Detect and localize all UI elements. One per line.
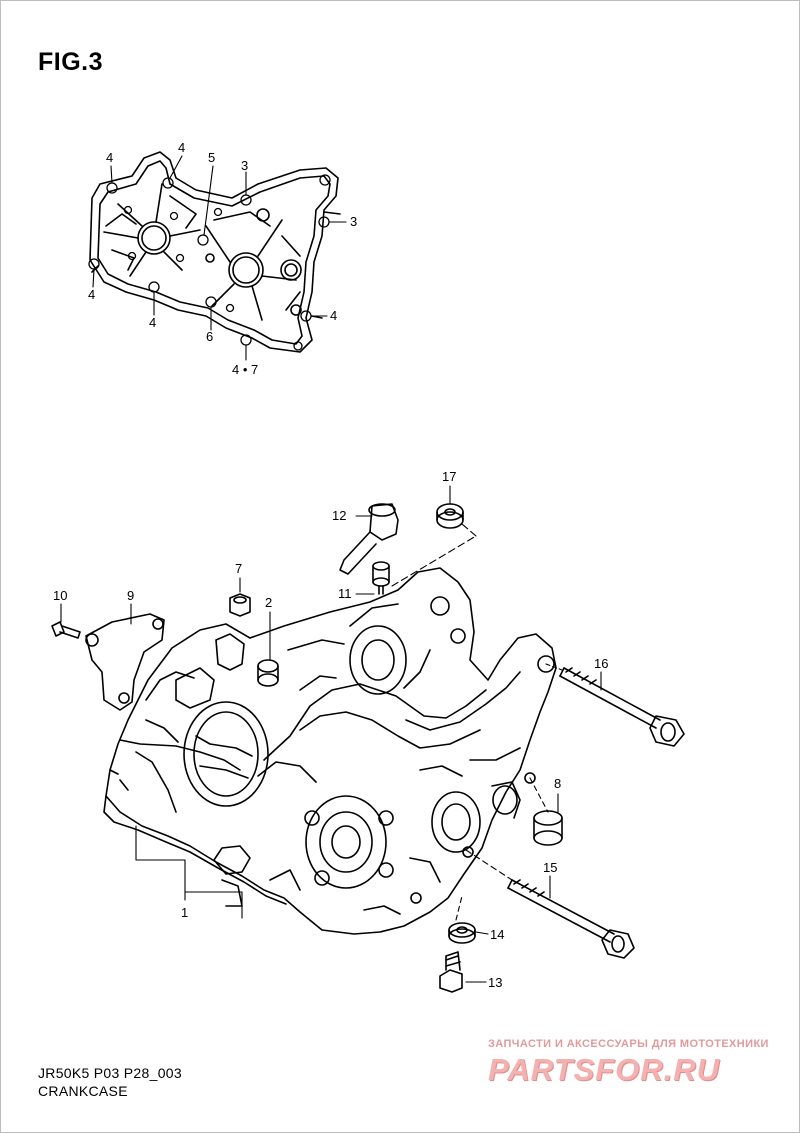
part-16-bolt [559,667,685,747]
callout-10: 10 [53,588,67,603]
callout-gasket-1: 4 [106,150,113,165]
footer-code: JR50K5 P03 P28_003 [38,1065,182,1081]
part-8-dowel [533,810,563,846]
callout-gasket-7: 4 [149,315,156,330]
crankcase-callouts: 17 12 11 7 2 10 9 16 8 15 14 13 1 [53,469,608,990]
part-7-nut [229,593,251,617]
callout-7: 7 [235,561,242,576]
footer-caption: JR50K5 P03 P28_003 CRANKCASE [38,1064,182,1100]
callout-2: 2 [265,595,272,610]
callout-16: 16 [594,656,608,671]
callout-13: 13 [488,975,502,990]
part-12-breather [339,503,399,575]
callout-gasket-5: 3 [350,214,357,229]
callout-gasket-2: 4 [178,140,185,155]
callout-gasket-3: 5 [208,150,215,165]
callout-12: 12 [332,508,346,523]
part-9-cover [85,613,165,711]
callout-gasket-4: 3 [241,158,248,173]
callout-11: 11 [338,586,352,601]
part-15-bolt [507,879,635,959]
callout-gasket-6: 4 [88,287,95,302]
part-14-washer [448,922,476,944]
watermark-logo: PARTSFOR.RU [488,1052,721,1087]
part-17-nut [436,503,464,529]
callout-8: 8 [554,776,561,791]
callout-14: 14 [490,927,504,942]
part-10-screw [51,621,81,639]
watermark-tagline: ЗАПЧАСТИ И АКСЕССУАРЫ ДЛЯ МОТОТЕХНИКИ [488,1038,769,1050]
crankcase-leader-lines [60,485,602,983]
watermark: ЗАПЧАСТИ И АКСЕССУАРЫ ДЛЯ МОТОТЕХНИКИ PA… [488,1038,788,1088]
callout-gasket-8: 6 [206,329,213,344]
crankcase-assembly [103,567,557,935]
callout-15: 15 [543,860,557,875]
gasket-leader-lines [92,155,347,361]
part-11-pin [372,561,390,595]
crankcase-gasket [88,151,341,353]
callout-gasket-10: 4 • 7 [232,362,258,377]
callout-gasket-9: 4 [330,308,337,323]
callout-9: 9 [127,588,134,603]
figure-title: FIG.3 [38,48,104,76]
callout-17: 17 [442,469,456,484]
part-13-bolt [439,951,463,993]
gasket-callouts: 4 4 5 3 3 4 4 6 4 4 • 7 [88,140,357,377]
callout-1: 1 [181,905,188,920]
footer-part-name: CRANKCASE [38,1083,128,1099]
